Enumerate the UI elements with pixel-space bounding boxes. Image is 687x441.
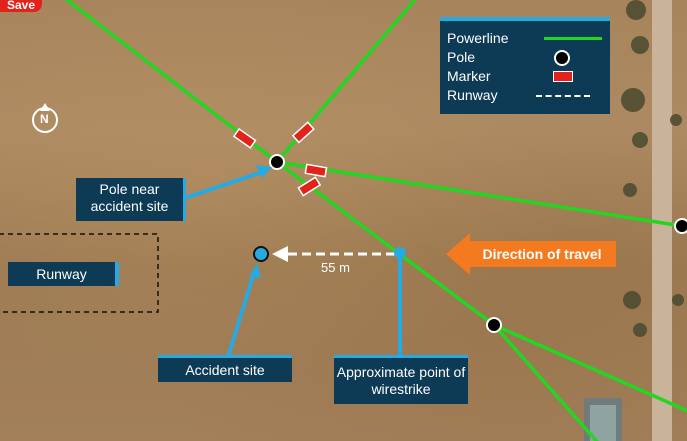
north-arrow-icon xyxy=(32,103,58,133)
arrow-body xyxy=(468,241,616,267)
label-wirestrike: Approximate point of wirestrike xyxy=(334,355,468,404)
label-text: Runway xyxy=(36,266,87,282)
legend-item-pole: Pole xyxy=(447,48,475,66)
direction-of-travel-arrow: Direction of travel xyxy=(446,233,616,275)
marker xyxy=(297,176,322,197)
legend-label: Marker xyxy=(447,68,491,84)
label-accident-site: Accident site xyxy=(158,355,292,382)
label-text: Pole near accident site xyxy=(90,181,169,214)
poles xyxy=(269,154,687,333)
building-roof xyxy=(590,405,616,441)
distance-arrowhead xyxy=(272,246,288,262)
compass-letter: N xyxy=(40,112,49,126)
runway-outline xyxy=(0,233,159,313)
arrowhead xyxy=(446,233,470,275)
label-pole-near-site: Pole near accident site xyxy=(76,178,186,221)
legend-runway-symbol xyxy=(536,95,590,97)
legend-powerline-symbol xyxy=(544,37,602,40)
label-text: Approximate point of wirestrike xyxy=(336,364,466,397)
legend: Powerline Pole Marker Runway xyxy=(440,17,610,114)
marker xyxy=(232,127,257,149)
marker xyxy=(304,163,328,178)
pole xyxy=(486,317,502,333)
legend-label: Runway xyxy=(447,87,498,103)
marker xyxy=(291,121,315,144)
callout-arrowhead xyxy=(256,165,272,178)
legend-marker-symbol xyxy=(553,71,573,82)
legend-item-runway: Runway xyxy=(447,86,498,104)
legend-pole-symbol xyxy=(554,50,570,66)
road xyxy=(652,0,672,441)
pole xyxy=(674,218,687,234)
legend-item-powerline: Powerline xyxy=(447,29,508,47)
distance-label: 55 m xyxy=(321,260,350,275)
legend-item-marker: Marker xyxy=(447,67,491,85)
save-button[interactable]: Save xyxy=(0,0,42,12)
wirestrike-point xyxy=(394,247,406,259)
label-runway: Runway xyxy=(8,262,119,286)
pole xyxy=(269,154,285,170)
callout-pointers xyxy=(184,170,402,358)
label-text: Accident site xyxy=(185,362,265,378)
legend-label: Powerline xyxy=(447,30,509,46)
tree-line xyxy=(621,0,684,337)
markers xyxy=(232,121,328,197)
direction-label: Direction of travel xyxy=(482,246,602,262)
accident-site-point xyxy=(253,246,269,262)
legend-label: Pole xyxy=(447,49,476,65)
callout-arrowhead xyxy=(249,263,261,278)
